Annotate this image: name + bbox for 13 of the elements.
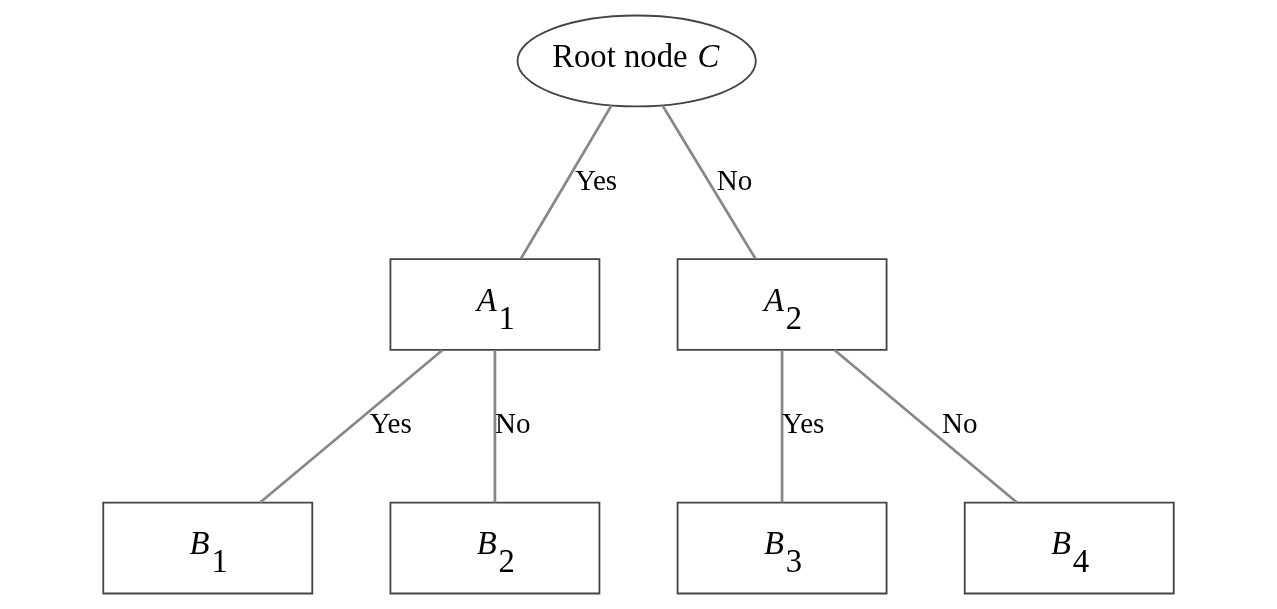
edge-label: No [494,407,531,440]
connector [833,349,1018,504]
connector [519,104,613,260]
edge-label: Yes [782,407,825,440]
connector [493,350,497,503]
edge-label: No [942,407,978,440]
connector [259,349,444,504]
connector [661,104,757,260]
edge-label: Yes [574,163,618,196]
connector [780,350,784,503]
node-ellipse: Root node C [516,14,757,108]
edge-label: No [716,163,753,196]
edge-label: Yes [369,407,412,440]
